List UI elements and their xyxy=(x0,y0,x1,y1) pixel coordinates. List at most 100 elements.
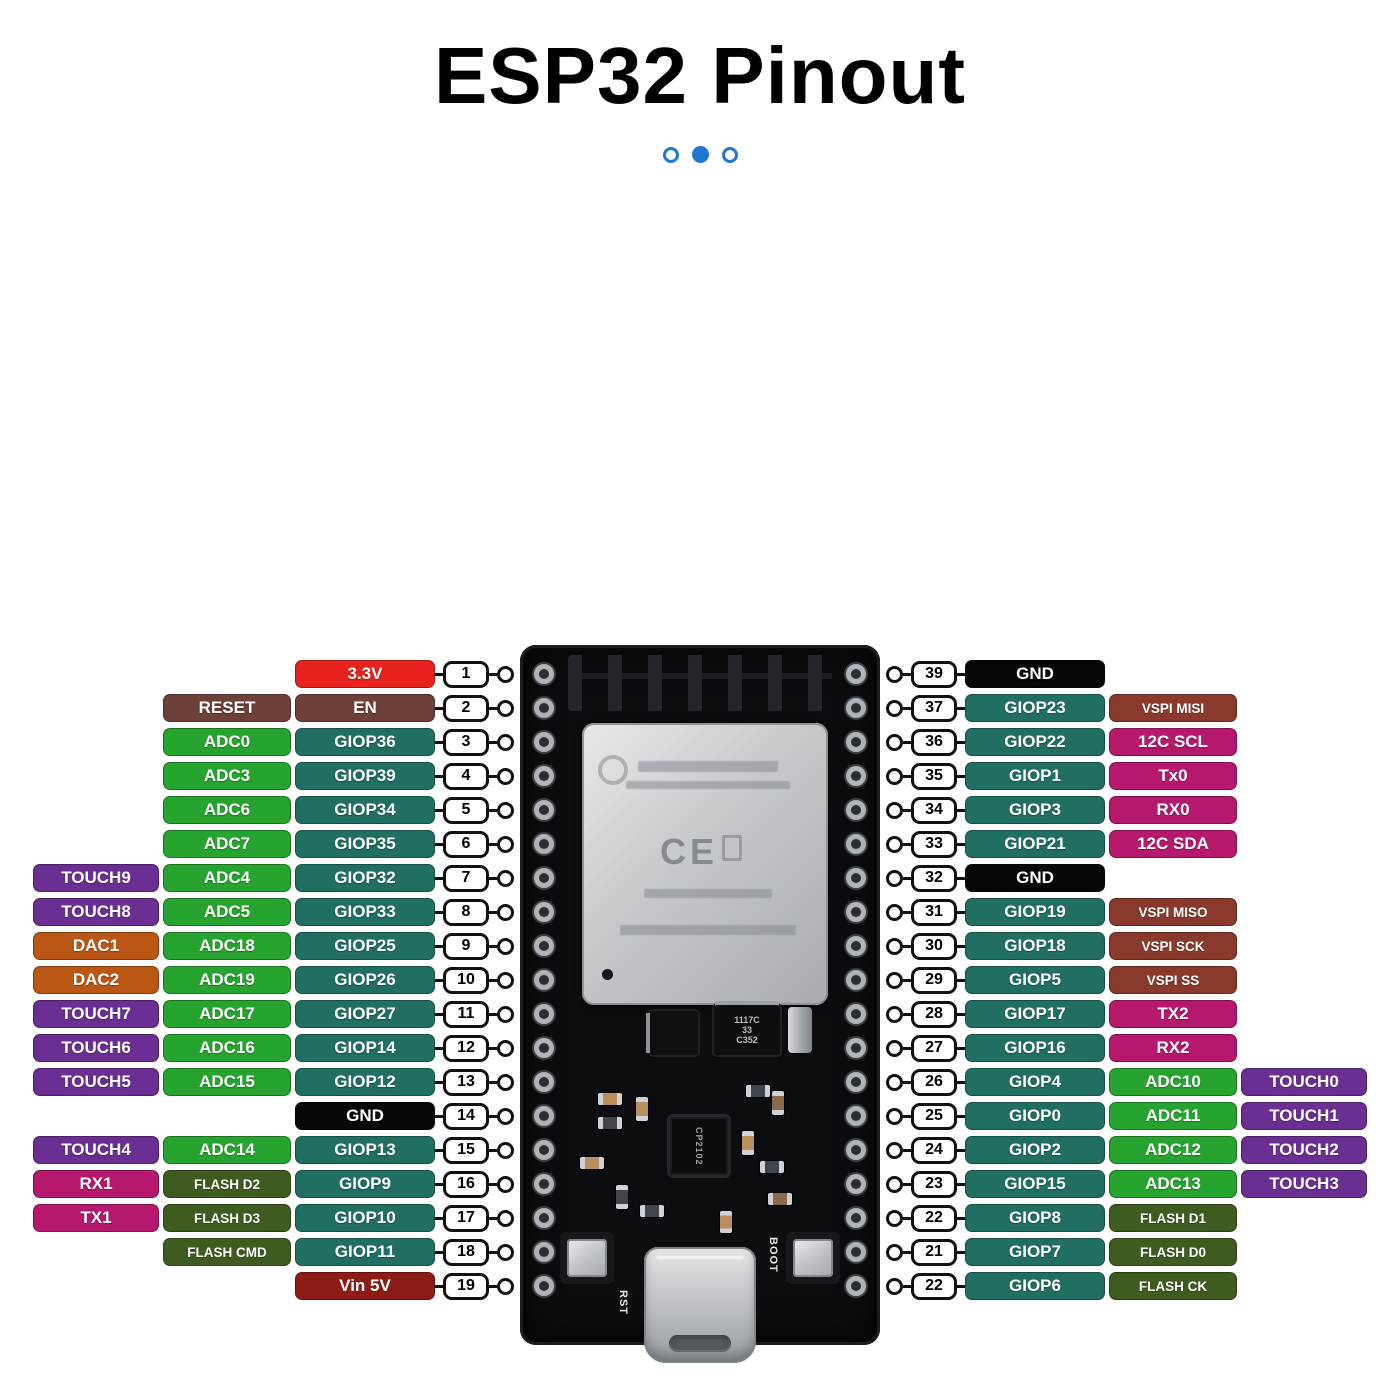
chip-text: CP2102 xyxy=(694,1126,704,1166)
pin-number: 28 xyxy=(911,1000,957,1028)
pin-number: 4 xyxy=(443,762,489,790)
connector-line xyxy=(903,1250,911,1254)
through-hole xyxy=(846,970,866,990)
pin-label-tx0: Tx0 xyxy=(1109,762,1237,790)
pin-label-giop35: GIOP35 xyxy=(295,830,435,858)
connector-line xyxy=(435,1216,443,1220)
pin-number: 37 xyxy=(911,694,957,722)
through-hole xyxy=(846,800,866,820)
pin-hole xyxy=(497,1243,514,1261)
connector-line xyxy=(957,910,965,914)
pin-label-tx1: TX1 xyxy=(33,1204,159,1232)
rst-silkscreen-label: RST xyxy=(617,1290,629,1315)
pin-label-adc4: ADC4 xyxy=(163,864,291,892)
connector-line xyxy=(489,1046,497,1050)
pin-label-giop23: GIOP23 xyxy=(965,694,1105,722)
carousel-dot xyxy=(662,146,679,163)
connector-line xyxy=(435,1284,443,1288)
pin-hole xyxy=(497,1277,514,1295)
pin-label-giop19: GIOP19 xyxy=(965,898,1105,926)
boot-button xyxy=(786,1232,840,1284)
pin-hole xyxy=(497,767,514,785)
through-hole xyxy=(846,766,866,786)
pin-number: 27 xyxy=(911,1034,957,1062)
carousel-dot xyxy=(721,146,738,163)
pin-label-adc10: ADC10 xyxy=(1109,1068,1237,1096)
pin-number: 11 xyxy=(443,1000,489,1028)
pin-number: 2 xyxy=(443,694,489,722)
connector-line xyxy=(435,1250,443,1254)
pin-number: 36 xyxy=(911,728,957,756)
pin-number: 10 xyxy=(443,966,489,994)
pin-hole xyxy=(886,665,903,683)
smd-component xyxy=(616,1185,628,1209)
pin-label-touch1: TOUCH1 xyxy=(1241,1102,1367,1130)
pin-label-adc17: ADC17 xyxy=(163,1000,291,1028)
pin-number: 5 xyxy=(443,796,489,824)
pin-hole xyxy=(886,1005,903,1023)
through-hole xyxy=(534,1004,554,1024)
connector-line xyxy=(435,774,443,778)
pin-hole xyxy=(886,1277,903,1295)
pin-hole xyxy=(886,835,903,853)
through-hole xyxy=(534,1276,554,1296)
through-hole xyxy=(534,664,554,684)
pin-label-touch6: TOUCH6 xyxy=(33,1034,159,1062)
connector-line xyxy=(903,876,911,880)
pin-hole xyxy=(497,835,514,853)
through-hole xyxy=(846,1004,866,1024)
pin-label-touch3: TOUCH3 xyxy=(1241,1170,1367,1198)
weee-bin-icon xyxy=(722,835,742,861)
connector-line xyxy=(957,1182,965,1186)
connector-line xyxy=(903,1284,911,1288)
boot-silkscreen-label: BOOT xyxy=(767,1237,779,1273)
connector-line xyxy=(957,944,965,948)
pin-label-flash-d2: FLASH D2 xyxy=(163,1170,291,1198)
pin-label-adc3: ADC3 xyxy=(163,762,291,790)
espressif-logo-icon xyxy=(598,755,628,785)
connector-line xyxy=(489,876,497,880)
pin-hole xyxy=(886,869,903,887)
connector-line xyxy=(435,808,443,812)
connector-line xyxy=(903,1012,911,1016)
pin-label-vspi-miso: VSPI MISO xyxy=(1109,898,1237,926)
smd-component xyxy=(742,1131,754,1155)
through-hole xyxy=(534,766,554,786)
through-hole xyxy=(534,732,554,752)
shield-etch-text xyxy=(644,889,772,898)
connector-line xyxy=(435,944,443,948)
connector-line xyxy=(957,1080,965,1084)
connector-line xyxy=(903,1114,911,1118)
pin-label-giop22: GIOP22 xyxy=(965,728,1105,756)
pin-number: 18 xyxy=(443,1238,489,1266)
ce-mark: CE xyxy=(660,831,719,872)
connector-line xyxy=(489,978,497,982)
pin-hole xyxy=(497,971,514,989)
smd-component xyxy=(720,1211,732,1233)
through-hole xyxy=(534,1072,554,1092)
pin-label-flash-d3: FLASH D3 xyxy=(163,1204,291,1232)
connector-line xyxy=(489,1080,497,1084)
pin-label-gnd: GND xyxy=(965,660,1105,688)
through-hole xyxy=(534,1140,554,1160)
voltage-regulator: 1117C 33 C352 xyxy=(714,1005,780,1055)
pin-hole xyxy=(497,1141,514,1159)
pin-label-touch2: TOUCH2 xyxy=(1241,1136,1367,1164)
pin-hole xyxy=(886,1141,903,1159)
connector-line xyxy=(903,1080,911,1084)
shield-dot xyxy=(602,969,613,980)
connector-line xyxy=(435,740,443,744)
through-hole xyxy=(534,902,554,922)
pin-label-gnd: GND xyxy=(965,864,1105,892)
